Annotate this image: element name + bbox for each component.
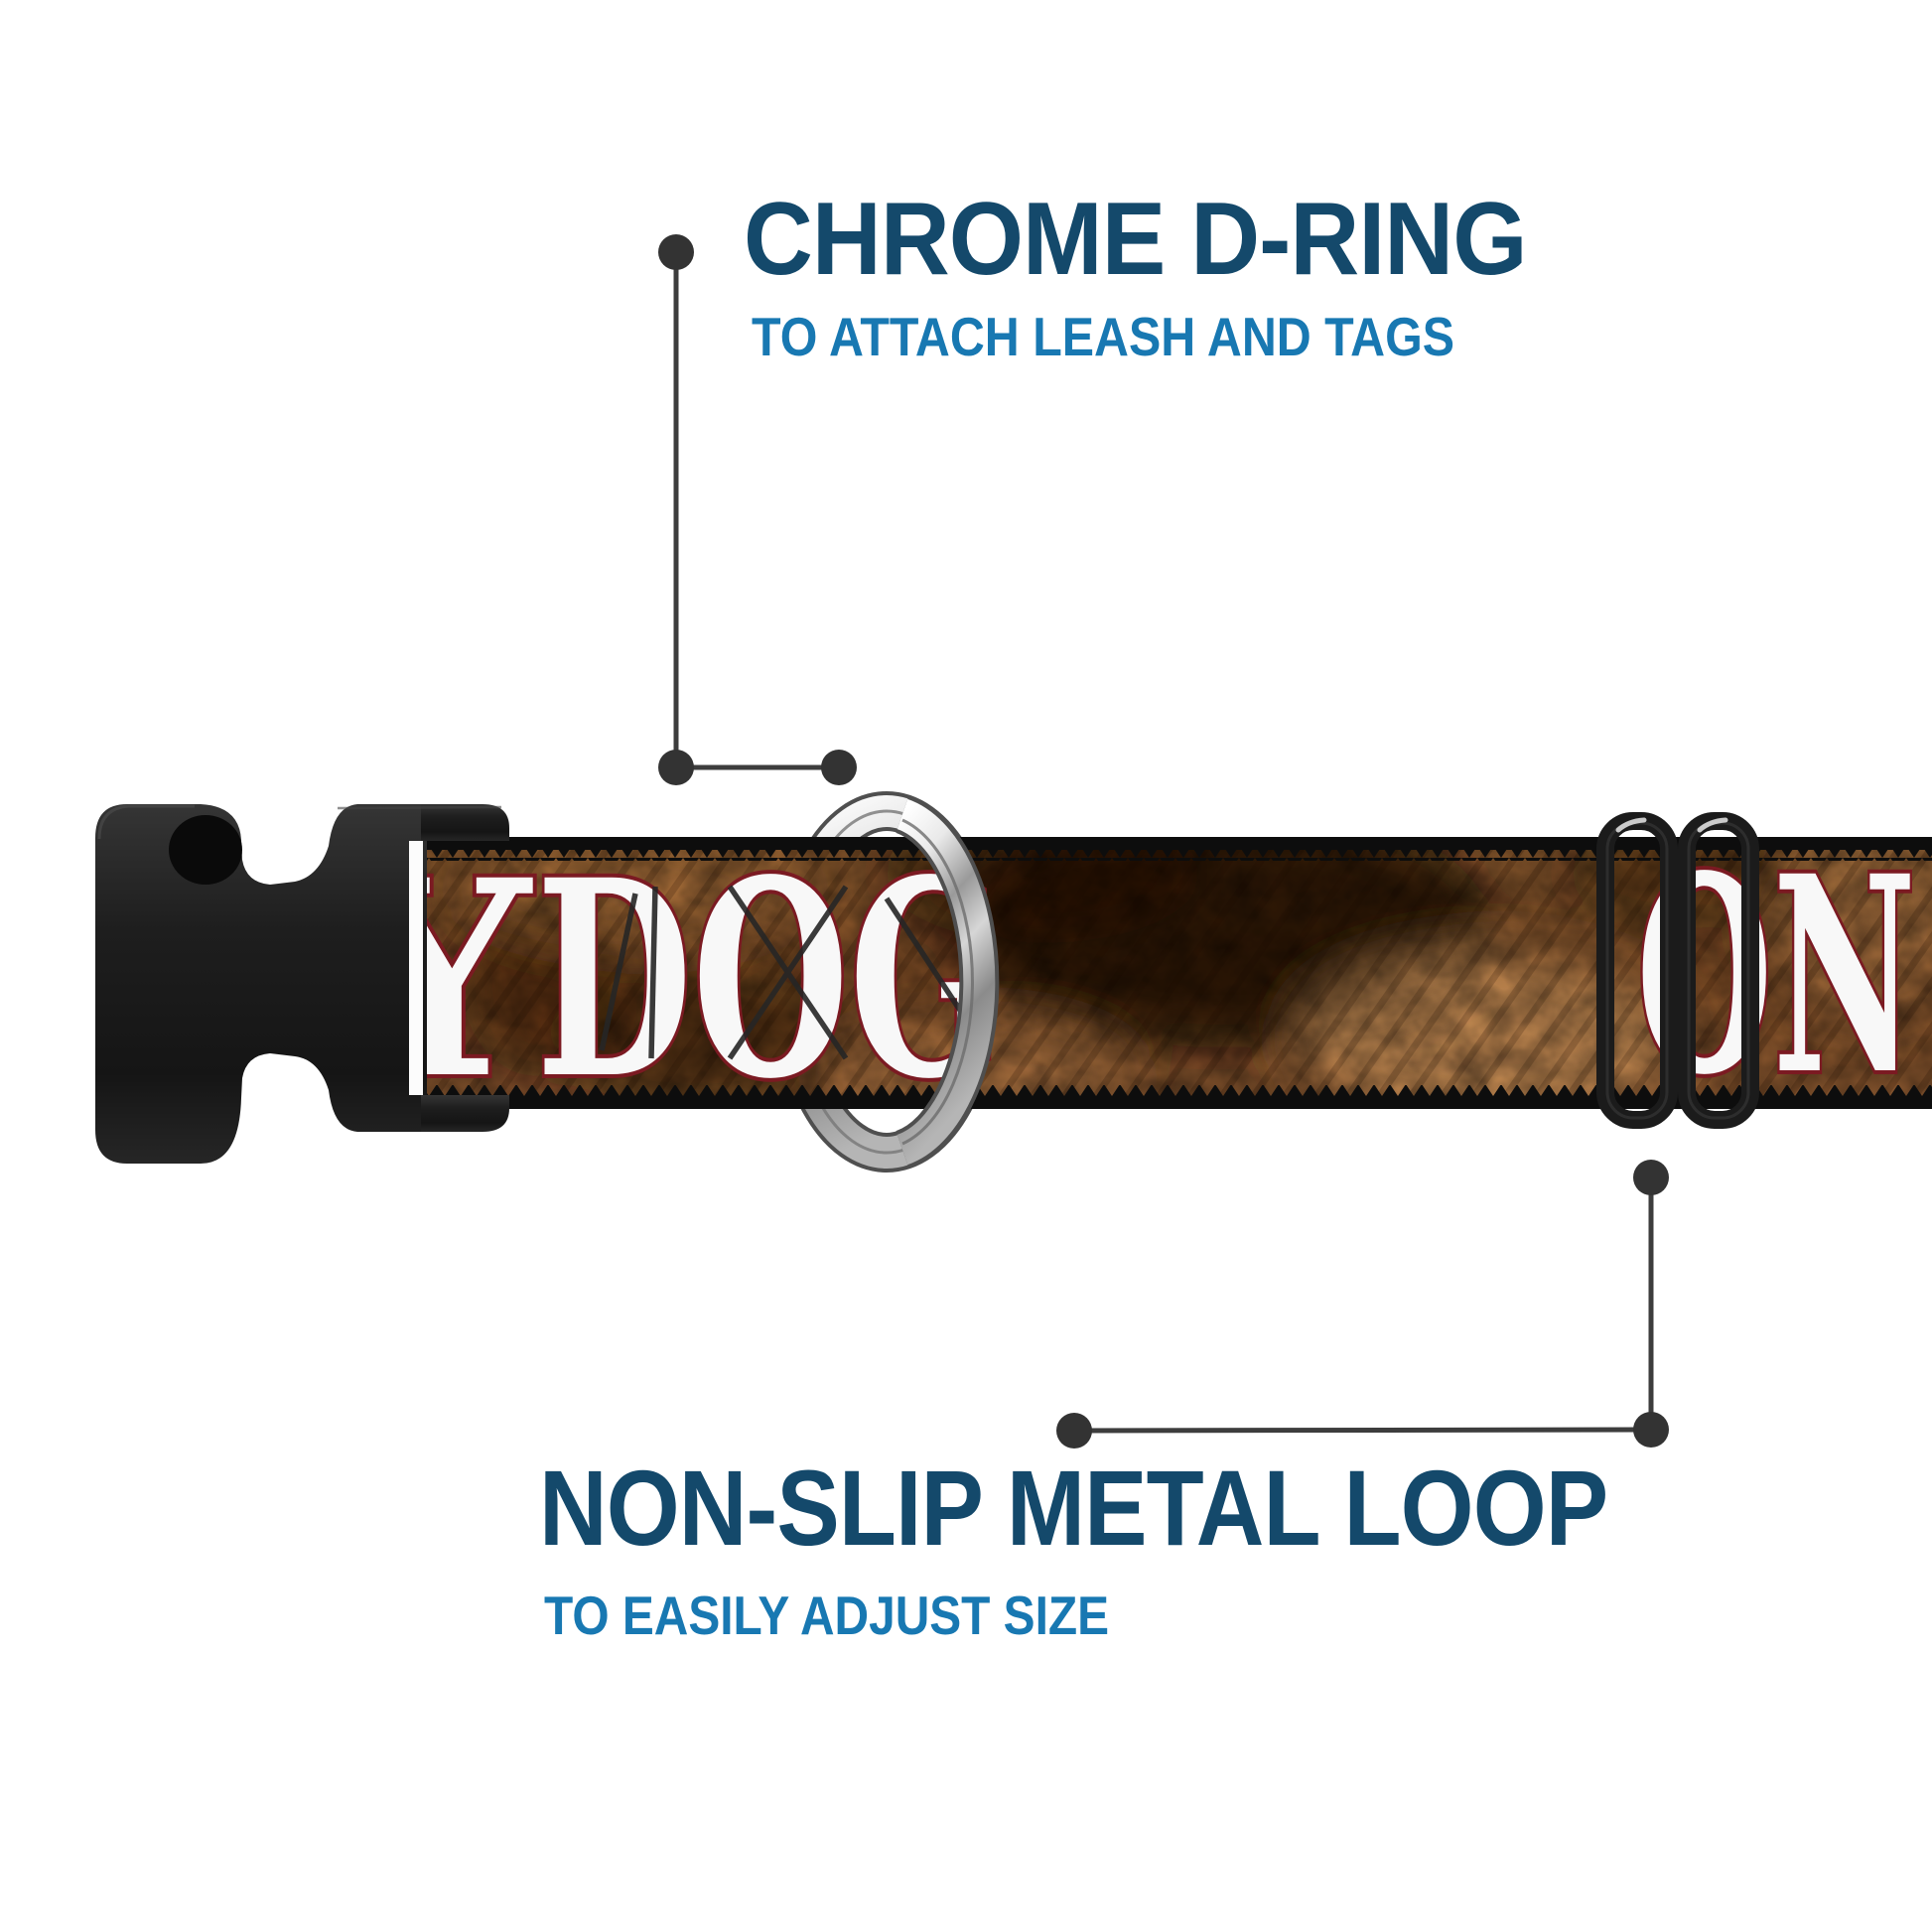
callout-top-subtitle: TO ATTACH LEASH AND TAGS	[752, 306, 1455, 367]
buckle-notch-hole	[169, 815, 242, 885]
callout-dot	[1633, 1160, 1669, 1195]
callout-dot	[821, 750, 857, 785]
callout-dot	[1056, 1413, 1092, 1449]
webbing-word-left: DOG	[536, 822, 1003, 1139]
callout-bottom-subtitle: TO EASILY ADJUST SIZE	[544, 1585, 1110, 1646]
webbing-edge	[427, 837, 1932, 1109]
webbing-letter-partial: Y	[334, 822, 536, 1139]
chrome-d-ring-front	[895, 795, 1000, 1169]
callout-line	[1073, 1427, 1652, 1434]
metal-loop-slide-adjuster	[1596, 812, 1759, 1129]
callout-top-leader	[658, 234, 857, 785]
callout-bottom-title: NON-SLIP METAL LOOP	[539, 1448, 1608, 1568]
callout-top-title: CHROME D-RING	[744, 182, 1527, 297]
callout-bottom-leader	[1056, 1160, 1669, 1449]
webbing-print: Y DOG ON	[334, 822, 1920, 1139]
callout-dot	[658, 234, 694, 270]
buckle-slot	[409, 841, 423, 1095]
callout-dot	[658, 750, 694, 785]
callout-dot	[1633, 1412, 1669, 1448]
side-release-buckle	[95, 804, 509, 1164]
